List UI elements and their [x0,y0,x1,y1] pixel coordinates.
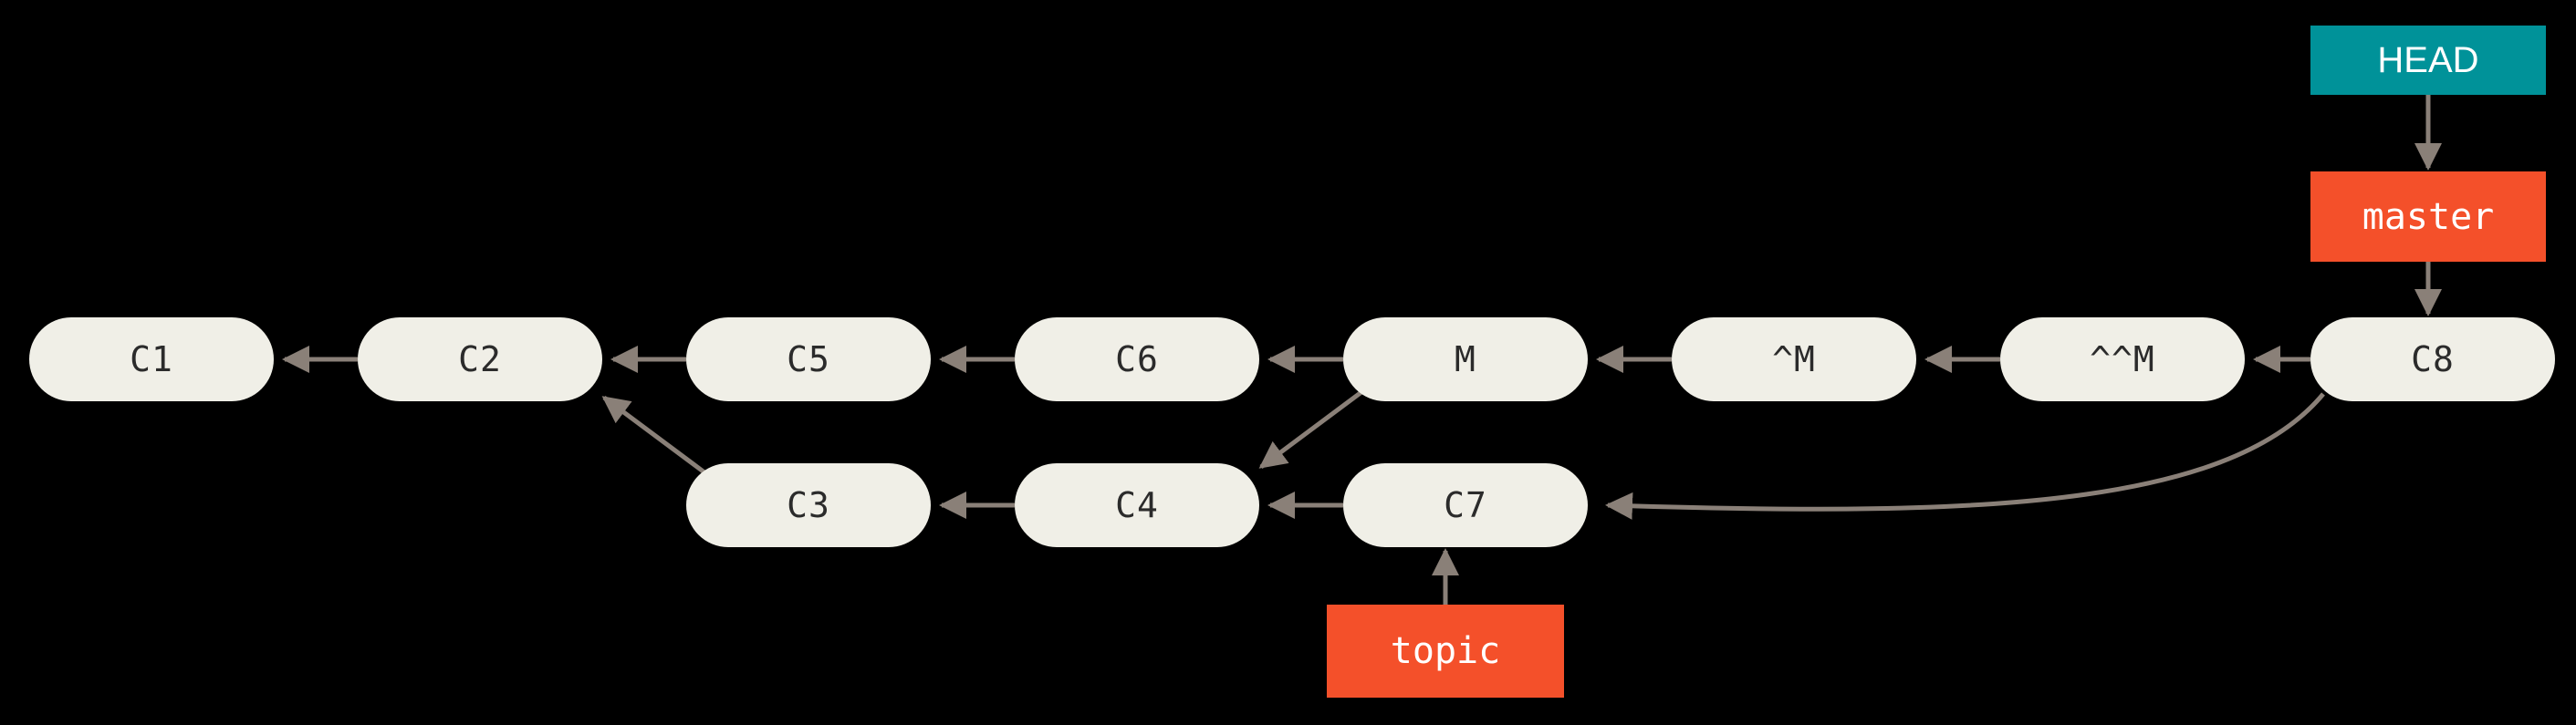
commit-node-c5[interactable]: C5 [686,317,931,401]
ref-master[interactable]: master [2310,171,2546,262]
commit-node-c3[interactable]: C3 [686,463,931,547]
commit-node-caret-m[interactable]: ^M [1672,317,1916,401]
edge-m-c4 [1258,389,1363,470]
commit-node-caret-caret-m[interactable]: ^^M [2000,317,2245,401]
commit-node-c7[interactable]: C7 [1343,463,1588,547]
commit-node-c4[interactable]: C4 [1015,463,1259,547]
edge-c8-c7 [1605,392,2325,520]
edge-c3-c2 [601,395,706,475]
commit-node-c6[interactable]: C6 [1015,317,1259,401]
ref-topic[interactable]: topic [1327,605,1564,698]
commit-node-m[interactable]: M [1343,317,1588,401]
commit-node-c2[interactable]: C2 [358,317,602,401]
ref-head[interactable]: HEAD [2310,26,2546,95]
commit-node-c8[interactable]: C8 [2310,317,2555,401]
commit-node-c1[interactable]: C1 [29,317,274,401]
